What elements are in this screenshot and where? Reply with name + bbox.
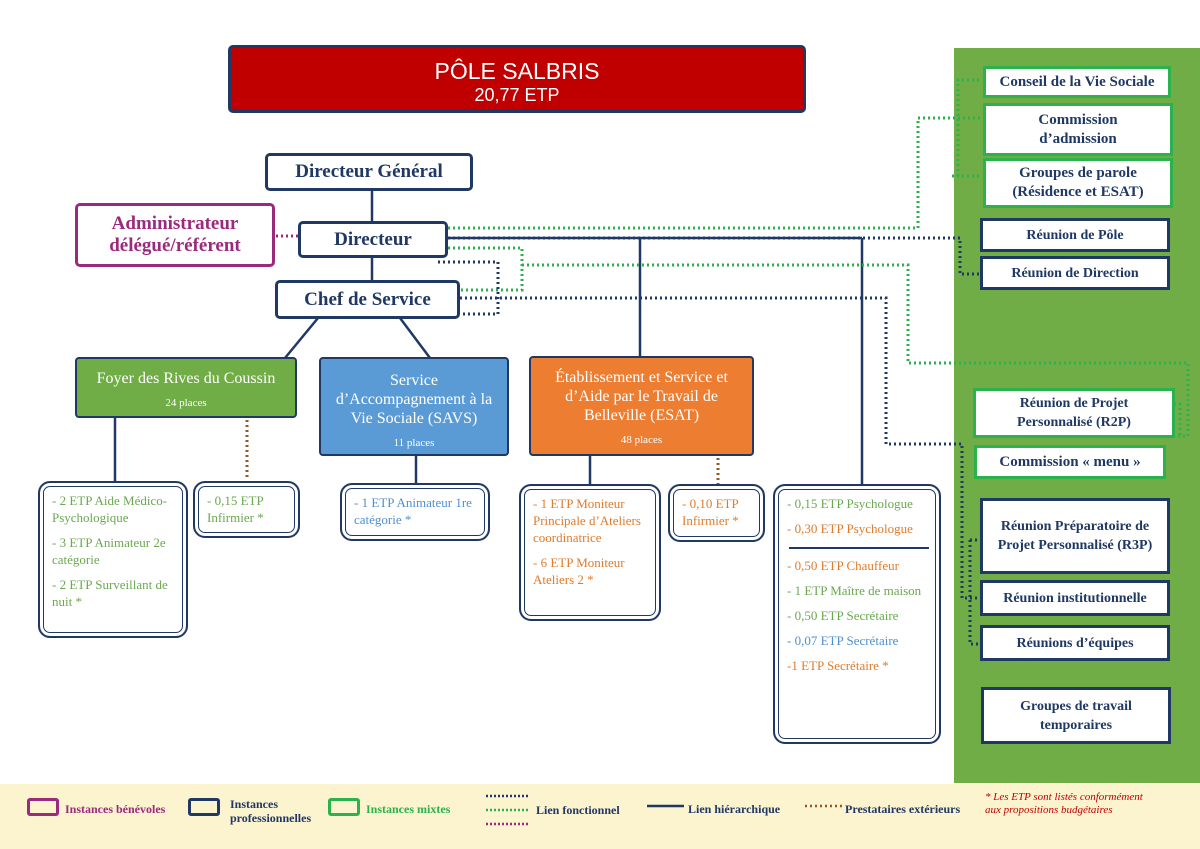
staff-item: - 1 ETP Animateur 1re catégorie * — [354, 495, 472, 527]
directeur-general-label: Directeur Général — [295, 161, 443, 182]
instance-cvs: Conseil de la Vie Sociale — [983, 66, 1171, 98]
instance-commission-admission: Commission d’admission — [983, 103, 1173, 156]
savs-staff-list: - 1 ETP Animateur 1re catégorie * — [340, 483, 490, 541]
foyer-unit-box: Foyer des Rives du Coussin 24 places — [75, 357, 297, 418]
legend-bar — [0, 784, 1200, 849]
directeur-box: Directeur — [298, 221, 448, 258]
staff-item: - 0,15 ETP Psychologue — [787, 496, 913, 511]
legend-prestataires: Prestataires extérieurs — [845, 802, 961, 816]
staff-item: - 0,30 ETP Psychologue — [787, 521, 913, 536]
instance-label: Conseil de la Vie Sociale — [999, 73, 1155, 90]
staff-item: - 6 ETP Moniteur Ateliers 2 * — [533, 555, 625, 587]
instance-label: Groupes de parole (Résidence et ESAT) — [1012, 165, 1144, 200]
legend-benevoles: Instances bénévoles — [65, 802, 166, 816]
staff-item: - 0,15 ETP Infirmier * — [207, 493, 264, 525]
savs-unit-name: Service d’Accompagnement à la Vie Social… — [335, 372, 493, 427]
instance-label: Groupes de travail temporaires — [1020, 698, 1132, 733]
staff-item: - 2 ETP Aide Médico-Psychologique — [52, 493, 168, 525]
pole-etp: 20,77 ETP — [474, 85, 560, 105]
legend-hierarchique: Lien hiérarchique — [688, 802, 781, 816]
instance-label: Réunion de Pôle — [1026, 227, 1124, 243]
instance-groupes-parole: Groupes de parole (Résidence et ESAT) — [983, 158, 1173, 208]
legend-hierarchique-line — [647, 804, 684, 808]
instance-reunions-equipes: Réunions d’équipes — [980, 625, 1170, 661]
instance-r2p: Réunion de Projet Personnalisé (R2P) — [973, 388, 1175, 438]
legend-professionnelles: Instances professionnelles — [230, 797, 312, 825]
chef-de-service-box: Chef de Service — [275, 280, 460, 319]
directeur-label: Directeur — [334, 228, 412, 250]
instance-r3p: Réunion Préparatoire de Projet Personnal… — [980, 498, 1170, 574]
instance-label: Réunions d’équipes — [1016, 635, 1134, 651]
legend-prestataires-line — [805, 804, 842, 808]
staff-item: - 0,50 ETP Secrétaire — [787, 608, 899, 623]
esat-unit-name: Établissement et Service et d’Aide par l… — [555, 369, 728, 424]
esat-staff-list: - 1 ETP Moniteur Principale d’Ateliers c… — [519, 484, 661, 621]
legend-swatch-benevoles — [27, 798, 59, 816]
savs-unit-places: 11 places — [393, 437, 435, 449]
instance-label: Réunion Préparatoire de Projet Personnal… — [997, 519, 1153, 553]
legend-fonctionnel-lines — [486, 794, 528, 826]
staff-item: - 0,50 ETP Chauffeur — [787, 558, 899, 573]
instance-commission-menu: Commission « menu » — [974, 445, 1166, 479]
instance-reunion-direction: Réunion de Direction — [980, 256, 1170, 290]
esat-external-list: - 0,10 ETP Infirmier * — [668, 484, 765, 542]
chef-de-service-label: Chef de Service — [304, 288, 431, 310]
administrateur-label: Administrateur délégué/référent — [109, 213, 241, 256]
pole-title: PÔLE SALBRIS — [434, 58, 600, 84]
instance-label: Réunion institutionnelle — [1003, 590, 1147, 606]
instance-label: Commission d’admission — [1038, 111, 1118, 147]
instance-reunion-institutionnelle: Réunion institutionnelle — [980, 580, 1170, 616]
instance-label: Commission « menu » — [999, 453, 1141, 470]
esat-unit-places: 48 places — [620, 434, 663, 446]
staff-item: -1 ETP Secrétaire * — [787, 658, 889, 673]
staff-item: - 2 ETP Surveillant de nuit * — [52, 577, 168, 609]
esat-unit-box: Établissement et Service et d’Aide par l… — [529, 356, 754, 456]
directeur-general-box: Directeur Général — [265, 153, 473, 191]
foyer-staff-list: - 2 ETP Aide Médico-Psychologique - 3 ET… — [38, 481, 188, 638]
legend-swatch-mixtes — [328, 798, 360, 816]
legend-fonctionnel: Lien fonctionnel — [536, 803, 620, 817]
legend-swatch-professionnelles — [188, 798, 220, 816]
staff-item: - 3 ETP Animateur 2e catégorie — [52, 535, 166, 567]
foyer-unit-name: Foyer des Rives du Coussin — [96, 370, 276, 387]
staff-divider — [789, 547, 929, 549]
administrateur-box: Administrateur délégué/référent — [75, 203, 275, 267]
shared-staff-list: - 0,15 ETP Psychologue - 0,30 ETP Psycho… — [773, 484, 941, 744]
savs-unit-box: Service d’Accompagnement à la Vie Social… — [319, 357, 509, 456]
instance-label: Réunion de Projet Personnalisé (R2P) — [1017, 396, 1131, 430]
staff-item: - 0,07 ETP Secrétaire — [787, 633, 899, 648]
foyer-unit-places: 24 places — [165, 397, 207, 409]
legend-note: * Les ETP sont listés conformément aux p… — [985, 791, 1143, 816]
instance-reunion-pole: Réunion de Pôle — [980, 218, 1170, 252]
staff-item: - 0,10 ETP Infirmier * — [682, 496, 739, 528]
foyer-external-list: - 0,15 ETP Infirmier * — [193, 481, 300, 538]
legend-mixtes: Instances mixtes — [366, 802, 451, 816]
pole-title-banner: PÔLE SALBRIS 20,77 ETP — [228, 45, 806, 113]
staff-item: - 1 ETP Maître de maison — [787, 583, 922, 598]
instance-groupes-travail: Groupes de travail temporaires — [981, 687, 1171, 744]
staff-item: - 1 ETP Moniteur Principale d’Ateliers c… — [533, 496, 641, 545]
instance-label: Réunion de Direction — [1011, 265, 1139, 281]
